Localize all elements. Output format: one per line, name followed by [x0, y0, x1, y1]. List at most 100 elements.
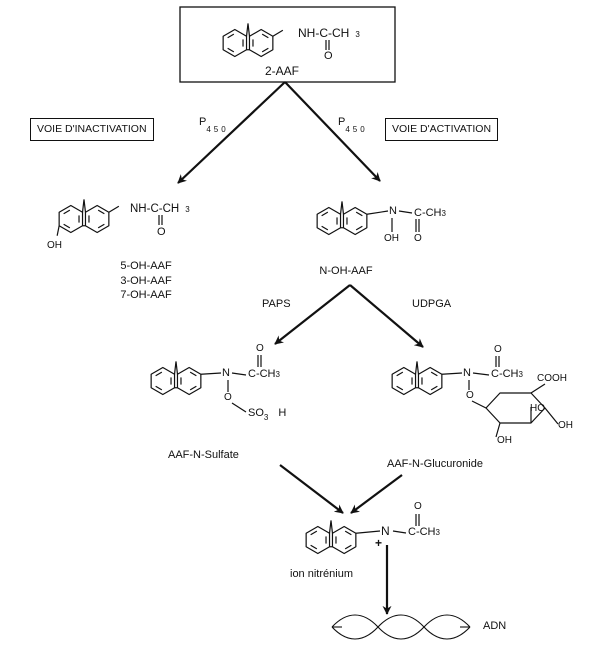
- sulfate-fluorene-ring-right-double-bond: [189, 371, 197, 377]
- nitrenium-charge: +: [375, 536, 383, 550]
- n-oh-aaf-fluorene-ring-right-double-bond: [355, 225, 363, 231]
- nitrenium-acyl-sub: 3: [435, 528, 440, 537]
- nitrenium-acyl-text: C-CH: [408, 526, 436, 538]
- sulfate-acyl-bond: [231, 372, 247, 376]
- glucuronide-fluorene-ring-left-double-bond: [396, 371, 404, 377]
- sulfate-acyl-sub: 3: [275, 370, 280, 379]
- inactivation-oh: OH: [47, 240, 62, 251]
- glucuronide-oh-bond-2: [544, 407, 559, 425]
- reaction-arrows: [177, 81, 424, 615]
- n-oh-aaf-fluorene-methylene-bond: [341, 201, 345, 215]
- glucuronide-fluorene-ring-right-double-bond: [430, 385, 438, 391]
- sulfate-fluorene-ring-left-double-bond: [155, 371, 163, 377]
- inactivation-oxygen: O: [157, 226, 166, 238]
- glucuronide-acyl-sub: 3: [518, 370, 523, 379]
- activation-enzyme-p: P: [338, 116, 346, 128]
- glucuronide-oh-bond: [495, 422, 501, 438]
- hydroxylated-metabolites: 5-OH-AAF 3-OH-AAF 7-OH-AAF: [120, 259, 171, 303]
- n-oh-aaf-oh: OH: [384, 233, 399, 244]
- glucuronide-acyl: C-CH3: [491, 369, 523, 380]
- arrow-activation: [284, 81, 381, 182]
- arrow-sulfate-to-nitrenium: [279, 464, 344, 514]
- metabolite-5-oh: 5-OH-AAF: [120, 260, 172, 272]
- glucuronide-n-bond: [441, 372, 463, 375]
- sulfate-so3-text: SO: [248, 407, 264, 419]
- metabolite-7-oh: 7-OH-AAF: [120, 289, 172, 301]
- nitrenium-fluorene-ring-right-double-bond: [344, 544, 352, 550]
- glucuronide-cooh-bond: [530, 383, 546, 394]
- start-group-label: NH-C-CH 3: [298, 27, 360, 39]
- glucuronide-acyl-bond: [472, 372, 490, 376]
- start-box: [179, 6, 396, 83]
- n-oh-aaf-acyl-bond: [398, 210, 413, 214]
- sulfate-fluorene-methylene-bond: [175, 361, 179, 375]
- start-fluorene-ring-left-double-bond: [227, 47, 235, 53]
- inactivation-group-sub: 3: [185, 205, 190, 214]
- inactivation-group-label: NH-C-CH 3: [130, 203, 190, 216]
- inactivation-enzyme-p: P: [199, 116, 207, 128]
- glucuronide-oh-right: OH: [558, 420, 573, 431]
- inactivation-fluorene-ring-left-double-bond: [63, 209, 71, 215]
- glucuronide-ring-link: [471, 400, 487, 409]
- sulfate-so3-sub: 3: [263, 413, 269, 422]
- n-oh-aaf-fluorene-ring-right-double-bond: [355, 211, 363, 217]
- glucuronide-acyl-text: C-CH: [491, 368, 519, 380]
- paps-label: PAPS: [262, 298, 291, 310]
- metabolite-3-oh: 3-OH-AAF: [120, 274, 172, 287]
- n-oh-aaf-name: N-OH-AAF: [319, 265, 373, 277]
- inactivation-fluorene-methylene-bond: [83, 199, 87, 213]
- inactivation-fluorene-ring-left-double-bond: [63, 223, 71, 229]
- nitrenium-name: ion nitrénium: [290, 568, 353, 580]
- nitrenium-n-bond: [355, 530, 381, 534]
- start-fluorene-ring-right-double-bond: [261, 47, 269, 53]
- inactivation-oh-bond: [56, 225, 60, 236]
- start-compound-name: 2-AAF: [264, 64, 300, 78]
- nitrenium-fluorene-ring-right-double-bond: [344, 530, 352, 536]
- nitrenium-n: N: [381, 524, 390, 538]
- nitrenium-acyl-bond: [392, 530, 407, 534]
- arrow-paps: [274, 284, 351, 345]
- nitrenium-oxygen: O: [414, 501, 422, 512]
- inactivation-fluorene-ring-right-double-bond: [97, 209, 105, 215]
- glucuronide-product-name: AAF-N-Glucuronide: [387, 458, 483, 470]
- activation-enzyme-sub: 450: [345, 125, 368, 134]
- glucuronide-fluorene-ring-right-double-bond: [430, 371, 438, 377]
- nitrenium-acyl: C-CH3: [408, 527, 440, 538]
- n-oh-aaf-oxygen: O: [414, 233, 422, 244]
- sulfate-product-name: AAF-N-Sulfate: [168, 449, 239, 461]
- arrow-inactivation: [177, 81, 286, 184]
- start-group-text: NH-C-CH: [298, 26, 350, 40]
- sulfate-n: N: [222, 367, 230, 379]
- n-oh-aaf-n-bond: [366, 210, 389, 215]
- inactivation-pathway-label: VOIE D'INACTIVATION: [30, 118, 154, 141]
- sulfate-fluorene-ring-left-double-bond: [155, 385, 163, 391]
- glucuronide-link-o: O: [466, 390, 474, 401]
- sulfate-o: O: [224, 392, 232, 403]
- n-oh-aaf-fluorene-ring-left-double-bond: [321, 211, 329, 217]
- arrow-udpga: [349, 284, 424, 348]
- start-group-sub: 3: [355, 30, 360, 39]
- nitrenium-fluorene-ring-left-double-bond: [310, 544, 318, 550]
- n-oh-aaf-fluorene-ring-left-double-bond: [321, 225, 329, 231]
- dna-helix-icon: [331, 614, 471, 640]
- inactivation-group-text: NH-C-CH: [130, 203, 180, 215]
- glucuronide-ho: HO: [530, 403, 545, 414]
- start-nh-bond: [272, 29, 284, 37]
- n-oh-aaf-acyl: C-CH3: [414, 208, 446, 219]
- inactivation-enzyme: P450: [199, 116, 229, 134]
- start-oxygen: O: [324, 50, 333, 62]
- glucuronide-n: N: [463, 367, 471, 379]
- start-fluorene-ring-left-double-bond: [227, 33, 235, 39]
- nitrenium-fluorene-methylene-bond: [330, 520, 334, 534]
- dna-label: ADN: [483, 620, 507, 632]
- molecule-layer: [56, 23, 559, 555]
- activation-pathway-label: VOIE D'ACTIVATION: [385, 118, 499, 141]
- sulfate-h: H: [278, 407, 287, 419]
- n-oh-aaf-acyl-text: C-CH: [414, 207, 442, 219]
- sulfate-fluorene-ring-right-double-bond: [189, 385, 197, 391]
- inactivation-enzyme-sub: 450: [206, 125, 229, 134]
- udpga-label: UDPGA: [412, 298, 452, 310]
- glucuronide-cooh: COOH: [537, 373, 567, 384]
